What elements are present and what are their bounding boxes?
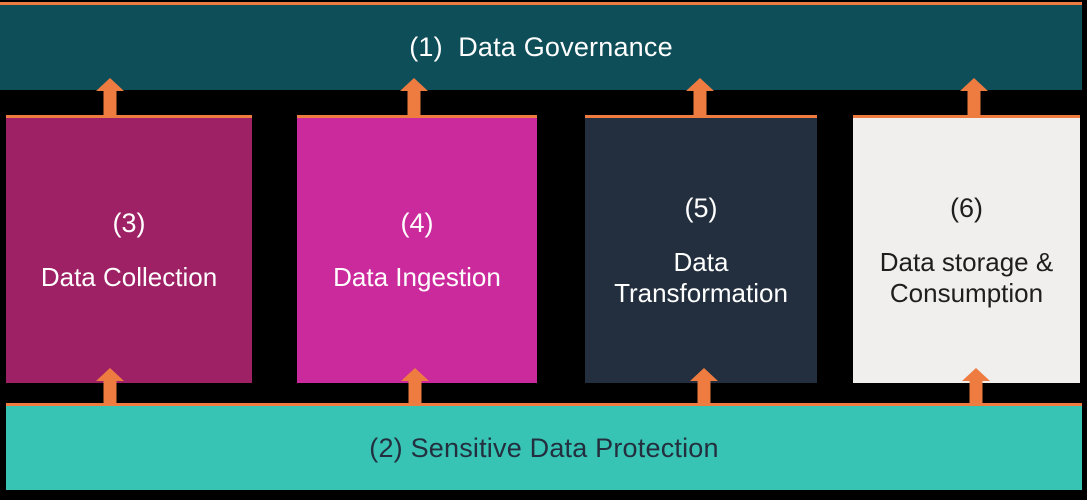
sensitive-data-protection-label: (2) Sensitive Data Protection: [369, 432, 719, 463]
box-number: (3): [112, 208, 146, 238]
box-number: (5): [684, 192, 718, 223]
box-label: Data Collection: [40, 262, 218, 292]
sensitive-data-protection-bar: (2) Sensitive Data Protection: [6, 403, 1082, 490]
box-data-transformation: (5) Data Transformation: [585, 115, 817, 383]
double-arrow-icon: [401, 368, 429, 422]
box-data-storage-consumption: (6) Data storage & Consumption: [853, 115, 1080, 383]
box-data-collection: (3) Data Collection: [6, 115, 252, 383]
data-governance-bar: (1) Data Governance: [0, 2, 1082, 90]
box-label: Data Transformation: [614, 246, 788, 308]
double-arrow-icon: [686, 78, 714, 132]
data-governance-label: (1) Data Governance: [409, 32, 673, 62]
box-number: (6): [950, 192, 983, 223]
double-arrow-icon: [400, 78, 428, 132]
box-number: (4): [400, 208, 434, 238]
box-label: Data storage & Consumption: [879, 246, 1054, 308]
double-arrow-icon: [96, 368, 124, 422]
box-data-ingestion: (4) Data Ingestion: [297, 115, 537, 383]
double-arrow-icon: [96, 78, 124, 132]
double-arrow-icon: [690, 368, 718, 422]
double-arrow-icon: [962, 368, 990, 422]
double-arrow-icon: [960, 78, 988, 132]
box-label: Data Ingestion: [333, 262, 501, 292]
